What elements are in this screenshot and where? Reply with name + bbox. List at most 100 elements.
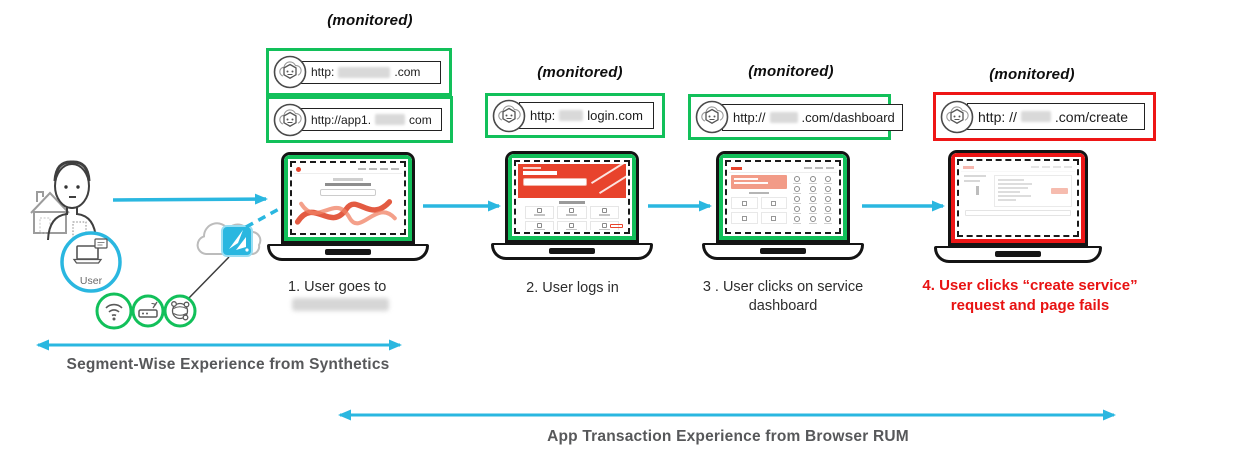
laptop-step4 <box>934 150 1102 263</box>
redacted-text <box>769 111 798 123</box>
synthetics-caption: Segment-Wise Experience from Synthetics <box>66 356 390 373</box>
marquee-selection <box>725 160 841 234</box>
screen-mock-login <box>518 164 626 230</box>
mock-banner <box>731 175 788 189</box>
monitoring-logo-icon <box>221 225 253 257</box>
url-bar-home: http: .com <box>266 48 452 96</box>
mock-tile <box>557 220 587 230</box>
step-label-3: 3 . User clicks on service dashboard <box>702 279 864 315</box>
url-post: .com/create <box>1054 108 1129 125</box>
left-scene: User <box>30 160 262 330</box>
globe-icon <box>171 301 190 321</box>
redacted-text <box>375 114 406 125</box>
redacted-text <box>559 110 584 121</box>
screen-mock-dashboard <box>729 164 837 230</box>
arrow-user-to-step1 <box>112 193 268 205</box>
url-text: http: login.com <box>519 102 654 129</box>
connector-line <box>186 256 230 301</box>
wifi-icon <box>105 303 123 321</box>
laptop-screen <box>505 151 639 243</box>
user-label: User <box>80 275 103 287</box>
mock-tile <box>589 205 619 219</box>
laptop-step2 <box>491 151 653 260</box>
screen-mock-portal-home <box>294 165 402 231</box>
mock-form-card <box>994 175 1072 207</box>
mock-tile <box>525 205 555 219</box>
monitored-frame-red <box>951 153 1085 243</box>
mock-search-box <box>320 189 376 196</box>
mock-submit-button <box>1051 188 1068 194</box>
monitored-label-4: (monitored) <box>989 66 1075 83</box>
url-bar-app1: http://app1. com <box>266 96 453 143</box>
url-text: http: // .com/create <box>967 103 1145 130</box>
url-text: http:// .com/dashboard <box>722 103 903 131</box>
marquee-selection <box>514 160 630 234</box>
user-circle <box>60 231 122 293</box>
marquee-selection <box>957 159 1079 237</box>
monitored-frame-green <box>508 154 636 240</box>
url-pre: http: <box>311 65 335 79</box>
laptop-base <box>702 243 864 260</box>
router-icon <box>138 301 158 318</box>
laptop-screen <box>948 150 1088 246</box>
rum-caption: App Transaction Experience from Browser … <box>547 428 909 445</box>
step-label-4: 4. User clicks “create service” request … <box>922 277 1138 314</box>
router-node <box>131 294 165 328</box>
url-bar-create: http: // .com/create <box>933 92 1156 141</box>
monitored-label-1: (monitored) <box>327 12 413 29</box>
url-bar-login: http: login.com <box>485 93 665 138</box>
monitored-label-2: (monitored) <box>537 64 623 81</box>
monitored-frame-green <box>284 155 412 241</box>
url-text: http: .com <box>300 60 441 84</box>
mock-tile <box>760 212 788 224</box>
redacted-text <box>338 66 391 78</box>
url-text: http://app1. com <box>300 108 442 131</box>
url-pre: http://app1. <box>311 112 372 127</box>
internet-node <box>163 294 197 328</box>
url-post: .com <box>394 65 421 79</box>
mock-tile <box>557 205 587 219</box>
wifi-node <box>95 292 133 330</box>
synthetic-monitor-icon <box>940 100 974 133</box>
laptop-screen <box>716 151 850 243</box>
synthetic-monitor-icon <box>492 99 526 132</box>
marquee-selection <box>290 161 406 235</box>
url-pre: http:// <box>733 109 766 125</box>
cloud-icon <box>196 222 262 255</box>
person-icon <box>47 160 97 241</box>
monitored-frame-green <box>719 154 847 240</box>
mock-tile <box>589 220 619 230</box>
laptop-base <box>934 246 1102 263</box>
screen-mock-failed-page <box>961 163 1075 233</box>
mock-input-line <box>965 209 1071 216</box>
popup-badge-icon <box>94 238 108 249</box>
laptop-base <box>491 243 653 260</box>
monitored-label-3: (monitored) <box>748 63 834 80</box>
mock-search-box <box>523 177 587 186</box>
laptop-step1 <box>267 152 429 261</box>
url-bar-dashboard: http:// .com/dashboard <box>688 94 903 140</box>
user-endpoint: User <box>60 231 122 293</box>
mock-tile <box>731 197 758 209</box>
url-post: login.com <box>587 108 643 123</box>
step-label-1: 1. User goes to <box>288 279 387 295</box>
url-post: com <box>409 112 432 127</box>
synthetic-monitor-icon <box>273 103 307 136</box>
laptop-user-icon <box>72 238 108 264</box>
synthetic-monitor-icon <box>695 100 729 134</box>
url-post: .com/dashboard <box>801 109 895 125</box>
synthetic-monitor-icon <box>273 55 307 89</box>
step-label-2: 2. User logs in <box>526 280 619 296</box>
laptop-base <box>267 244 429 261</box>
mock-tile <box>525 220 555 230</box>
url-pre: http: // <box>978 108 1017 125</box>
mock-button <box>610 224 623 228</box>
house-icon <box>30 191 70 234</box>
mock-tile <box>731 212 758 224</box>
mock-tile <box>760 197 788 209</box>
url-pre: http: <box>530 108 556 123</box>
laptop-step3 <box>702 151 864 260</box>
mock-icon-grid <box>790 175 835 224</box>
redacted-site-name <box>292 298 389 311</box>
